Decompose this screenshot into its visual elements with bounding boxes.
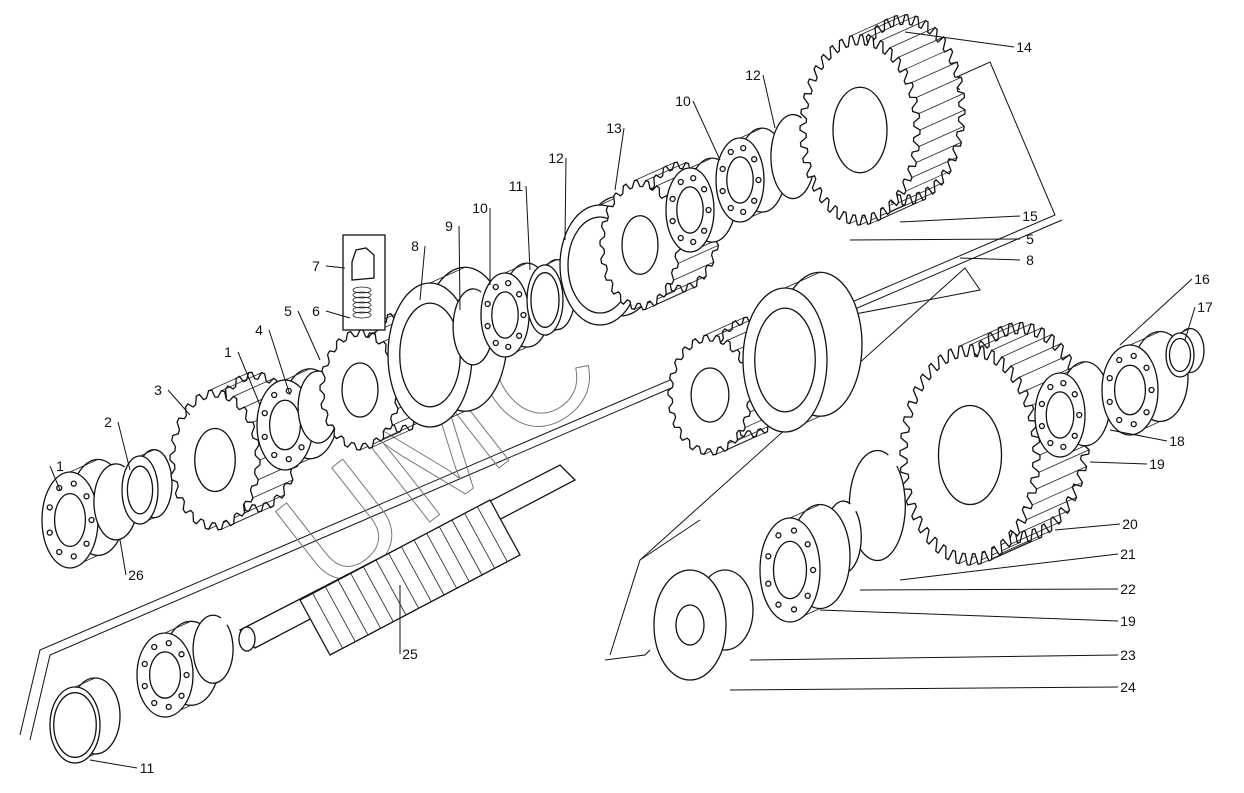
ring-17 — [1165, 327, 1205, 378]
leader-line-19 — [1089, 461, 1148, 465]
leader-line-19 — [819, 609, 1119, 622]
synchro-8 — [387, 266, 508, 428]
leader-line-4 — [268, 329, 291, 396]
leader-line-26 — [119, 539, 127, 576]
callout-1: 1 — [56, 458, 64, 474]
bushing-2 — [121, 449, 173, 525]
callout-8: 8 — [411, 238, 419, 254]
callout-13: 13 — [606, 120, 622, 136]
leader-line-22 — [859, 588, 1119, 591]
callout-labels: 1412101312111098765413212615581617181920… — [56, 39, 1213, 776]
callout-24: 24 — [1120, 679, 1136, 695]
gear-14 — [799, 14, 966, 226]
callout-6: 6 — [312, 303, 320, 319]
callout-25: 25 — [402, 646, 418, 662]
leader-line-12 — [564, 157, 567, 241]
synchro-8-lower — [742, 271, 863, 433]
flange-24 — [653, 569, 754, 681]
leader-line-8 — [419, 245, 426, 301]
ring-21 — [848, 449, 906, 562]
callout-9: 9 — [445, 218, 453, 234]
callout-12: 12 — [548, 150, 564, 166]
leader-line-5 — [297, 310, 321, 361]
callout-19: 19 — [1149, 456, 1165, 472]
leader-line-5 — [849, 238, 1021, 241]
callout-12: 12 — [745, 67, 761, 83]
callout-11: 11 — [140, 760, 155, 776]
bearing-10-upper — [665, 157, 737, 253]
leader-line-18 — [1109, 429, 1168, 442]
callout-11: 11 — [509, 178, 524, 194]
callout-5: 5 — [284, 303, 292, 319]
leader-line-13 — [614, 127, 625, 191]
callout-3: 3 — [154, 382, 162, 398]
leader-line-20 — [1054, 523, 1121, 531]
callout-19: 19 — [1120, 613, 1136, 629]
leader-line-11 — [525, 185, 531, 271]
callout-2: 2 — [104, 414, 112, 430]
callout-4: 4 — [255, 322, 263, 338]
callout-16: 16 — [1194, 271, 1210, 287]
leader-line-9 — [458, 225, 461, 311]
leader-line-21 — [899, 553, 1119, 581]
leader-line-15 — [899, 215, 1021, 223]
callout-15: 15 — [1022, 208, 1038, 224]
callout-23: 23 — [1120, 647, 1136, 663]
callout-5: 5 — [1026, 231, 1034, 247]
leader-line-2 — [117, 421, 131, 471]
leader-line-1 — [49, 465, 61, 491]
leader-line-17 — [1184, 306, 1196, 341]
leader-line-6 — [325, 310, 351, 319]
bushing-11-lower — [49, 677, 121, 764]
bearing-19 — [1034, 361, 1111, 458]
leader-line-1 — [237, 351, 261, 406]
leader-line-24 — [729, 686, 1119, 691]
leader-line-12 — [762, 74, 776, 129]
parts-layer — [41, 14, 1205, 764]
callout-10: 10 — [472, 200, 488, 216]
leader-line-23 — [749, 654, 1119, 661]
leader-line-11 — [89, 759, 138, 769]
leader-line-8 — [959, 257, 1021, 261]
leader-line-16 — [1119, 278, 1193, 346]
callout-20: 20 — [1122, 516, 1138, 532]
callout-21: 21 — [1120, 546, 1136, 562]
callout-8: 8 — [1026, 252, 1034, 268]
ring-lower — [192, 614, 234, 684]
callout-14: 14 — [1016, 39, 1032, 55]
leader-line-10 — [692, 100, 721, 161]
callout-18: 18 — [1169, 433, 1185, 449]
callout-17: 17 — [1197, 299, 1213, 315]
callout-1: 1 — [224, 344, 232, 360]
callout-10: 10 — [675, 93, 691, 109]
leader-lines — [49, 31, 1196, 769]
bearing-23 — [759, 503, 851, 623]
leader-line-3 — [167, 389, 191, 416]
callout-26: 26 — [128, 567, 144, 583]
shaft-25 — [238, 464, 577, 656]
detent-pin-spring — [342, 234, 386, 331]
callout-22: 22 — [1120, 581, 1136, 597]
leader-line-14 — [904, 31, 1015, 48]
callout-7: 7 — [312, 258, 320, 274]
leader-line-7 — [325, 265, 346, 269]
